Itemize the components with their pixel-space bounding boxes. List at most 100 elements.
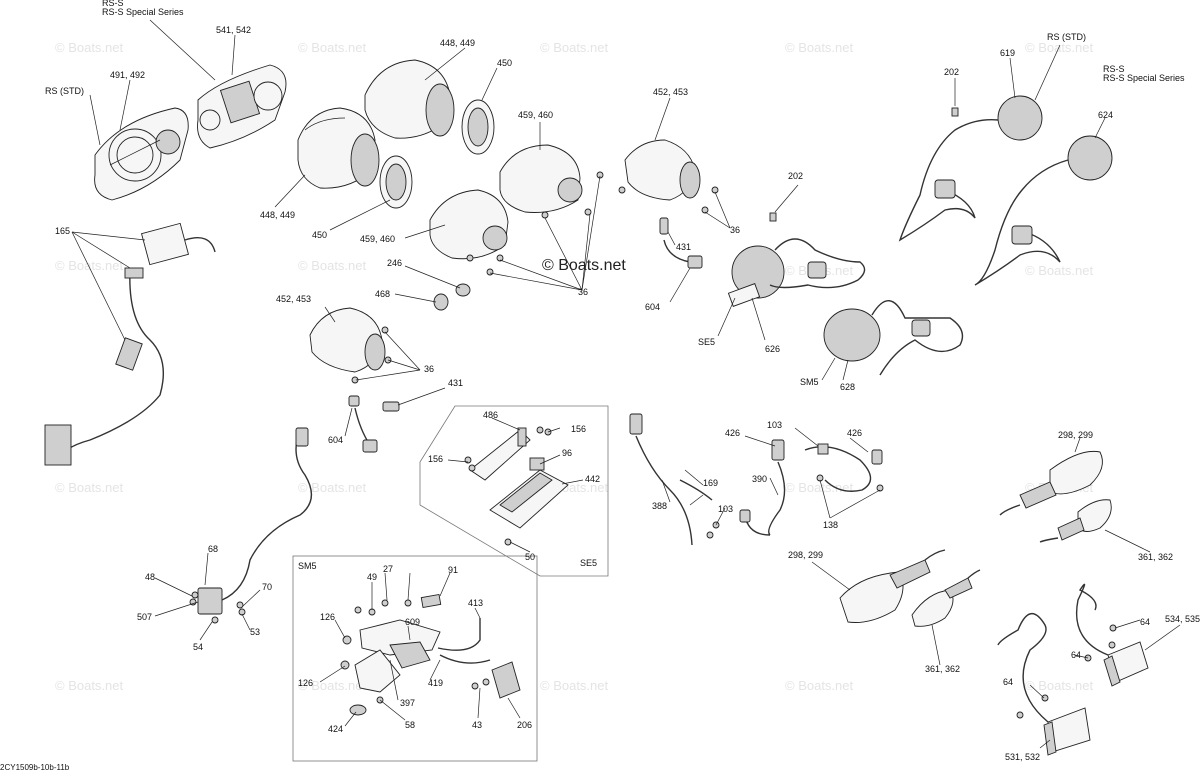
drawing-reference: 2CY1509b-10b-11b xyxy=(0,763,70,772)
tail-light-534[interactable] xyxy=(1076,583,1149,687)
watermark: © Boats.net xyxy=(55,258,124,273)
connector-604-upper[interactable] xyxy=(663,239,703,269)
switch-619[interactable] xyxy=(898,95,1043,242)
switch-assembly-sm5[interactable] xyxy=(823,300,964,376)
plate-91[interactable] xyxy=(420,593,442,609)
group-label-sm5-switch: SM5 xyxy=(800,377,819,387)
clip-424[interactable] xyxy=(349,704,367,716)
grommet-246[interactable] xyxy=(455,283,471,297)
callout-628: 628 xyxy=(840,382,855,392)
gauge-cluster-rs-s[interactable] xyxy=(197,64,287,149)
headlight-459-lower[interactable] xyxy=(429,189,509,260)
callout-36-right: 36 xyxy=(730,225,740,235)
callout-126-lower: 126 xyxy=(298,678,313,688)
watermark: © Boats.net xyxy=(55,40,124,55)
callout-448-upper: 448, 449 xyxy=(440,38,475,48)
callout-169: 169 xyxy=(703,478,718,488)
callout-58: 58 xyxy=(405,720,415,730)
callout-426-left: 426 xyxy=(725,428,740,438)
lens-ring-450-lower[interactable] xyxy=(379,155,413,209)
screws-36 xyxy=(351,171,719,384)
housing-609[interactable] xyxy=(359,619,441,669)
watermark: © Boats.net xyxy=(1025,263,1094,278)
cable-413[interactable] xyxy=(437,618,491,664)
relay-507[interactable] xyxy=(189,587,246,624)
callout-609: 609 xyxy=(405,617,420,627)
lens-ring-450-upper[interactable] xyxy=(461,99,495,155)
callout-541: 541, 542 xyxy=(216,25,251,35)
harness-388[interactable] xyxy=(629,413,720,546)
callout-534: 534, 535 xyxy=(1165,614,1200,624)
cover-206[interactable] xyxy=(491,661,521,699)
harness-138[interactable] xyxy=(804,443,884,492)
headlight-448-upper[interactable] xyxy=(364,59,455,139)
watermark: © Boats.net xyxy=(540,40,609,55)
callout-156-right: 156 xyxy=(571,424,586,434)
grommet-468[interactable] xyxy=(433,293,449,311)
callout-68: 68 xyxy=(208,544,218,554)
turn-signal-361-upper[interactable] xyxy=(1039,499,1112,543)
callout-206: 206 xyxy=(517,720,532,730)
switch-624[interactable] xyxy=(974,135,1113,286)
turn-signal-298-upper[interactable] xyxy=(999,450,1103,516)
harness-lower-left[interactable] xyxy=(221,427,313,601)
callout-53: 53 xyxy=(250,627,260,637)
callout-491: 491, 492 xyxy=(110,70,145,80)
callout-452-lower: 452, 453 xyxy=(276,294,311,304)
group-label-sm5-box: SM5 xyxy=(298,561,317,571)
screw-202-left xyxy=(951,107,959,117)
callout-361-lower: 361, 362 xyxy=(925,664,960,674)
callout-450-upper: 450 xyxy=(497,58,512,68)
turn-signal-361-lower[interactable] xyxy=(911,569,981,627)
variant-label-rs-std-right: RS (STD) xyxy=(1047,32,1086,42)
callout-431-upper: 431 xyxy=(676,242,691,252)
switch-assembly-se5[interactable] xyxy=(727,238,866,307)
callout-36-center: 36 xyxy=(578,287,588,297)
callout-36-lower: 36 xyxy=(424,364,434,374)
variant-label-rs-s-top: RS-S xyxy=(102,0,124,8)
watermark: © Boats.net xyxy=(1025,678,1094,693)
turn-signal-298-lower[interactable] xyxy=(839,549,946,623)
callout-419: 419 xyxy=(428,678,443,688)
watermark: © Boats.net xyxy=(298,480,367,495)
tail-light-531[interactable] xyxy=(997,613,1091,756)
callout-298-upper: 298, 299 xyxy=(1058,430,1093,440)
group-label-se5-box: SE5 xyxy=(580,558,597,568)
connector-431-upper[interactable] xyxy=(659,217,669,235)
callout-459-upper: 459, 460 xyxy=(518,110,553,120)
callout-486: 486 xyxy=(483,410,498,420)
bracket-486[interactable] xyxy=(469,427,531,481)
wiring-harness-165[interactable] xyxy=(44,222,216,466)
module-442[interactable] xyxy=(489,457,569,529)
callout-156-left: 156 xyxy=(428,454,443,464)
watermark: © Boats.net xyxy=(785,480,854,495)
connector-431-lower[interactable] xyxy=(382,401,400,412)
watermark: © Boats.net xyxy=(55,480,124,495)
callout-452-upper: 452, 453 xyxy=(653,87,688,97)
callout-91: 91 xyxy=(448,565,458,575)
headlight-459-upper[interactable] xyxy=(499,144,583,213)
callout-54: 54 xyxy=(193,642,203,652)
callout-604-lower: 604 xyxy=(328,435,343,445)
connector-604-lower[interactable] xyxy=(348,395,378,453)
gauge-cluster-rs-std[interactable] xyxy=(94,107,189,201)
headlight-452-upper[interactable] xyxy=(624,139,701,201)
callout-103-upper: 103 xyxy=(767,420,782,430)
se5-kit-box xyxy=(419,405,609,577)
callout-448-lower: 448, 449 xyxy=(260,210,295,220)
callout-246: 246 xyxy=(387,258,402,268)
callout-361-upper: 361, 362 xyxy=(1138,552,1173,562)
callout-413: 413 xyxy=(468,598,483,608)
harness-390[interactable] xyxy=(739,439,786,536)
headlight-452-lower[interactable] xyxy=(309,307,386,373)
bracket-397[interactable] xyxy=(354,649,401,693)
group-label-se5-switch: SE5 xyxy=(698,337,715,347)
headlight-448[interactable] xyxy=(297,107,380,189)
callout-126-upper: 126 xyxy=(320,612,335,622)
callout-298-lower: 298, 299 xyxy=(788,550,823,560)
variant-label-rs-s-special-top: RS-S Special Series xyxy=(102,7,184,17)
callout-624: 624 xyxy=(1098,110,1113,120)
callout-619: 619 xyxy=(1000,48,1015,58)
